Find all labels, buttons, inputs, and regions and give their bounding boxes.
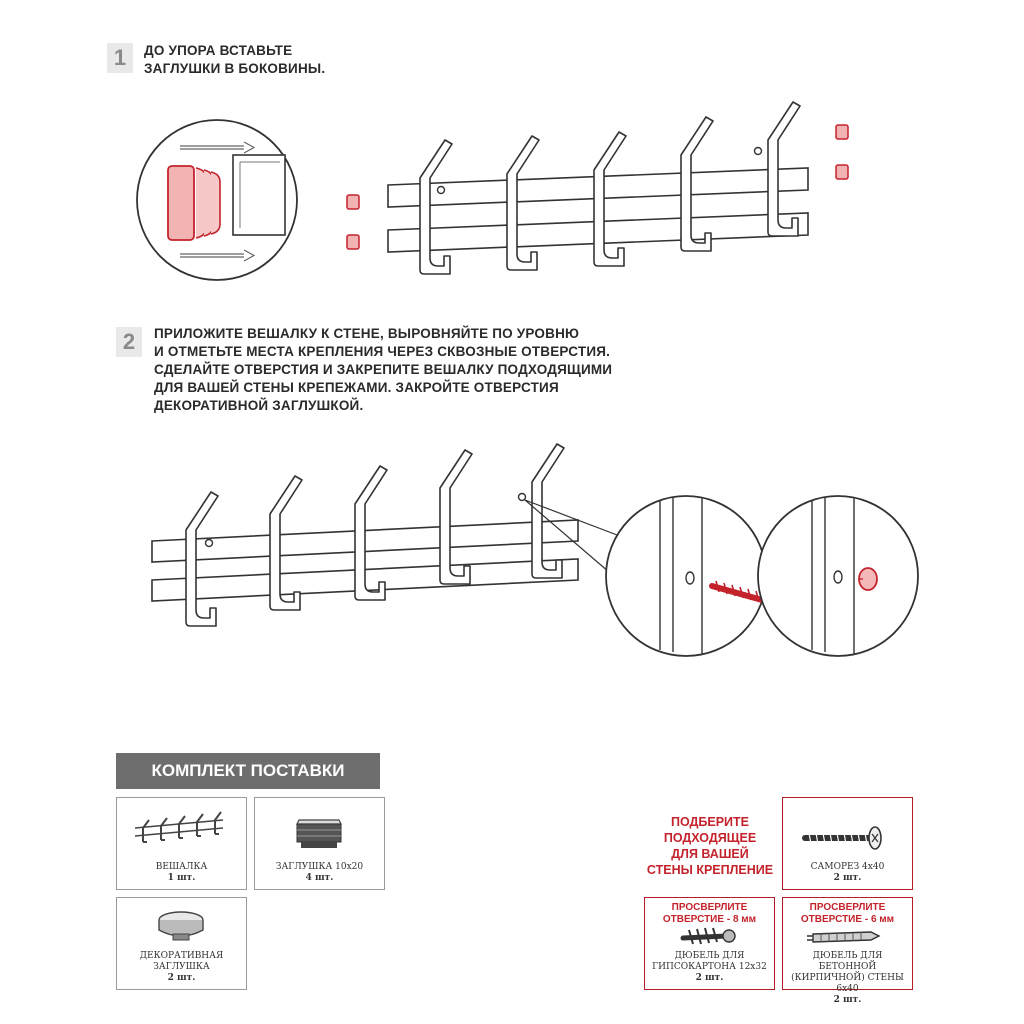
fastener-qty: 2 шт. xyxy=(695,973,724,983)
fastener-name: ГИПСОКАРТОНА 12х32 xyxy=(652,962,767,972)
concrete-dowel-icon xyxy=(807,931,881,943)
kit-item-name: ВЕШАЛКА xyxy=(155,862,208,872)
decorative-cap-detail-circle xyxy=(757,495,919,657)
fastener-name: САМОРЕЗ 4х40 xyxy=(810,862,885,872)
end-cap-detail-circle xyxy=(136,119,298,281)
fastener-prompt: ПОДБЕРИТЕ ПОДХОДЯЩЕЕ ДЛЯ ВАШЕЙ СТЕНЫ КРЕ… xyxy=(646,815,774,877)
kit-item-qty: 4 шт. xyxy=(305,873,334,883)
kit-item-qty: 2 шт. xyxy=(167,973,196,983)
kit-item-end-cap: ЗАГЛУШКА 10х20 4 шт. xyxy=(254,797,385,890)
fastener-name: (КИРПИЧНОЙ) СТЕНЫ 6х40 xyxy=(791,973,904,994)
fastener-drywall-anchor: ПРОСВЕРЛИТЕ ОТВЕРСТИЕ - 8 мм ДЮБЕЛЬ ДЛЯ … xyxy=(644,897,775,990)
hanger-icon xyxy=(134,811,224,843)
decorative-cap-icon xyxy=(158,911,204,941)
step-2-number: 2 xyxy=(116,327,142,357)
kit-title: КОМПЛЕКТ ПОСТАВКИ xyxy=(116,753,380,789)
kit-item-name: ЗАГЛУШКА xyxy=(153,962,210,972)
drill-instruction: ПРОСВЕРЛИТЕ ОТВЕРСТИЕ - 8 мм xyxy=(662,902,757,925)
drill-instruction: ПРОСВЕРЛИТЕ ОТВЕРСТИЕ - 6 мм xyxy=(800,902,895,925)
step-1-number: 1 xyxy=(107,43,133,73)
rack-step-2 xyxy=(151,443,626,627)
step-2-text: ПРИЛОЖИТЕ ВЕШАЛКУ К СТЕНЕ, ВЫРОВНЯЙТЕ ПО… xyxy=(154,326,613,413)
fastener-name: ДЮБЕЛЬ ДЛЯ xyxy=(674,951,745,961)
kit-item-decorative-cap: ДЕКОРАТИВНАЯ ЗАГЛУШКА 2 шт. xyxy=(116,897,247,990)
kit-item-qty: 1 шт. xyxy=(167,873,196,883)
fastener-screw: САМОРЕЗ 4х40 2 шт. xyxy=(782,797,913,890)
fastener-qty: 2 шт. xyxy=(833,995,862,1005)
drywall-anchor-icon xyxy=(680,927,736,945)
fastener-name: ДЮБЕЛЬ ДЛЯ БЕТОННОЙ xyxy=(812,951,883,972)
screw-icon xyxy=(802,826,882,850)
fastener-qty: 2 шт. xyxy=(833,873,862,883)
kit-item-name: ЗАГЛУШКА 10х20 xyxy=(275,862,364,872)
kit-item-name: ДЕКОРАТИВНАЯ xyxy=(139,951,224,961)
fastener-concrete-dowel: ПРОСВЕРЛИТЕ ОТВЕРСТИЕ - 6 мм ДЮБЕЛЬ ДЛЯ … xyxy=(782,897,913,1005)
step-1-text: ДО УПОРА ВСТАВЬТЕ ЗАГЛУШКИ В БОКОВИНЫ. xyxy=(144,43,326,76)
kit-item-hanger: ВЕШАЛКА 1 шт. xyxy=(116,797,247,890)
end-cap-icon xyxy=(296,819,342,848)
rack-step-1 xyxy=(346,101,849,275)
